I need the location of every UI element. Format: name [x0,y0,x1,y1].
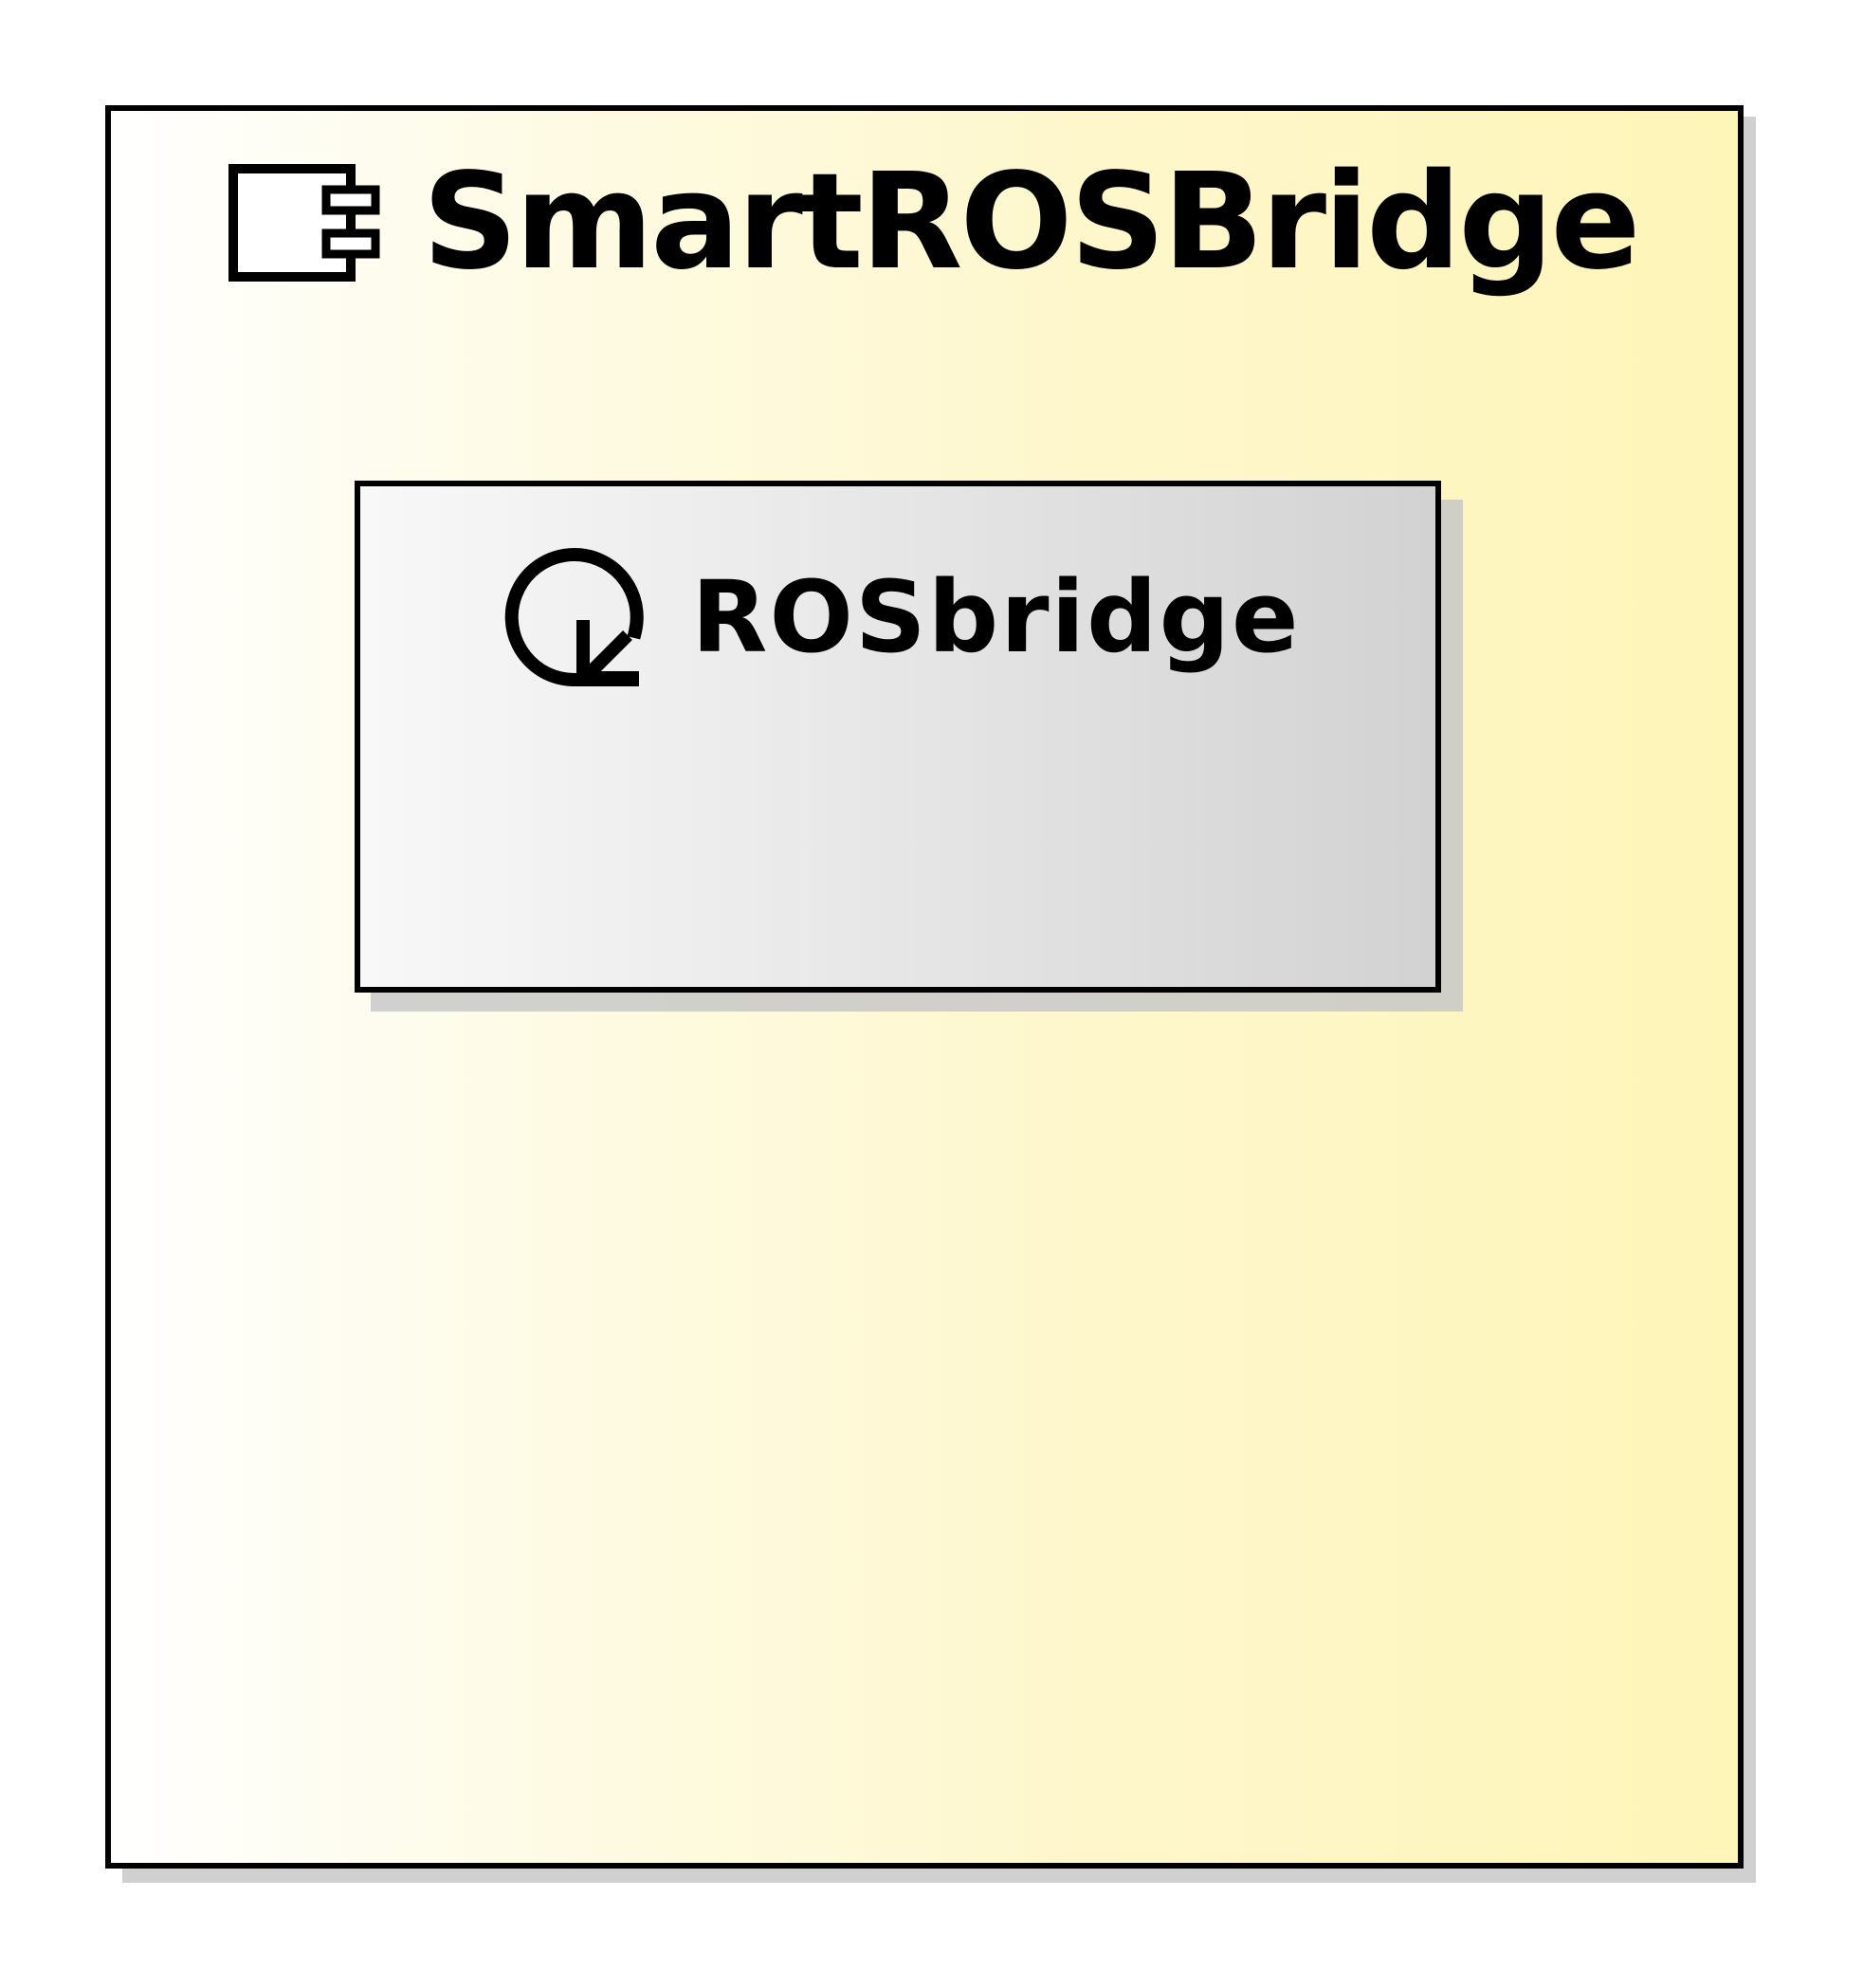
rosbridge-title: ROSbridge [691,559,1301,675]
rosbridge-element[interactable] [355,481,1441,993]
smartrosbridge-header: SmartROSBridge [0,156,1863,289]
smartrosbridge-title: SmartROSBridge [422,145,1641,300]
uml-component-icon [228,164,380,282]
rosbridge-header: ROSbridge [355,537,1441,698]
circular-arrow-icon [505,548,645,686]
